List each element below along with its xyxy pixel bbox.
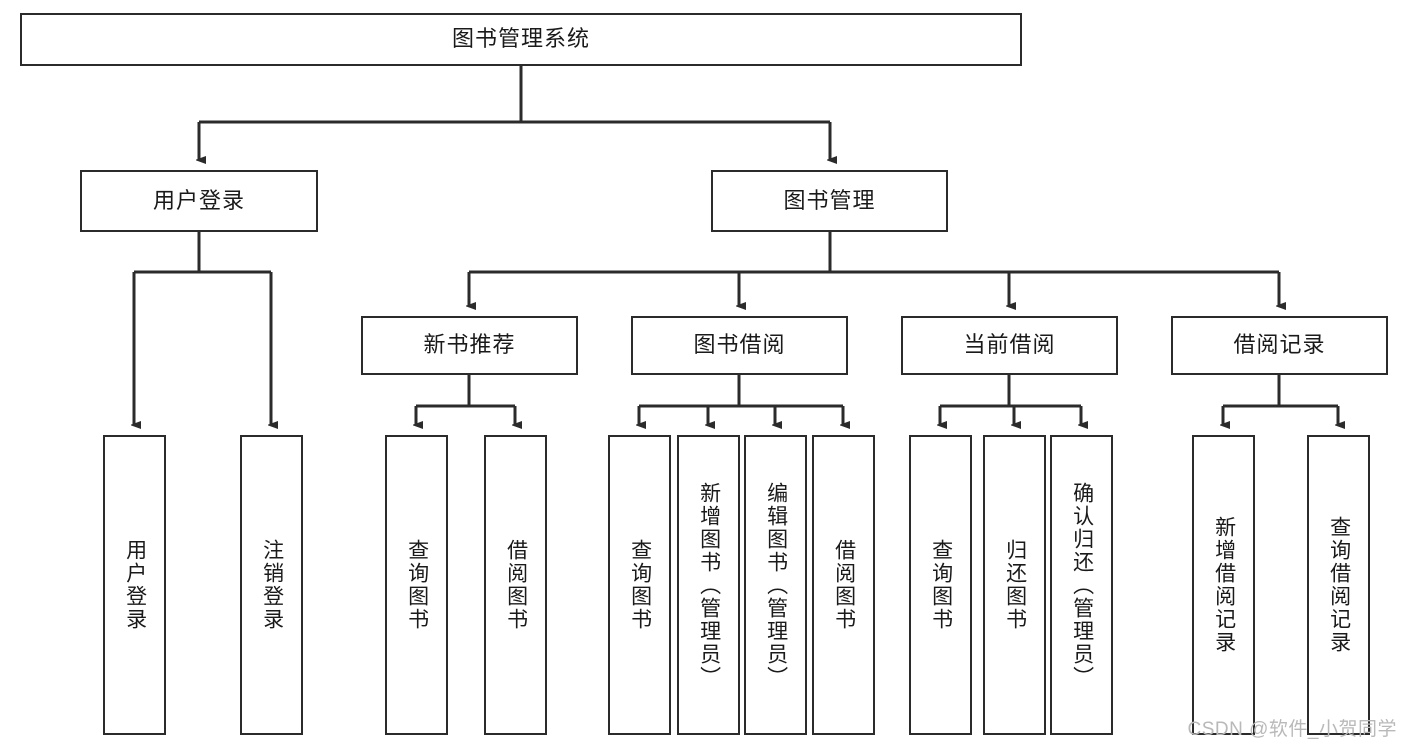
- node-new-book-recommend-label: 新书推荐: [423, 332, 516, 358]
- node-current-borrow[interactable]: 当前借阅: [901, 316, 1118, 375]
- node-leaf-query-borrow-record-label: 查询借阅记录: [1327, 516, 1351, 654]
- node-leaf-borrow-book[interactable]: 借阅图书: [812, 435, 875, 735]
- node-leaf-return-book-label: 归还图书: [1003, 539, 1027, 631]
- node-borrow-record[interactable]: 借阅记录: [1171, 316, 1388, 375]
- node-leaf-add-borrow-record-label: 新增借阅记录: [1212, 516, 1236, 654]
- node-leaf-add-book-admin-label: 新增图书（管理员）: [697, 481, 721, 689]
- node-new-book-recommend[interactable]: 新书推荐: [361, 316, 578, 375]
- node-leaf-query-book-recommend[interactable]: 查询图书: [385, 435, 448, 735]
- node-leaf-add-borrow-record[interactable]: 新增借阅记录: [1192, 435, 1255, 735]
- node-leaf-borrow-book-recommend[interactable]: 借阅图书: [484, 435, 547, 735]
- node-user-login-label: 用户登录: [152, 187, 245, 213]
- node-book-manage[interactable]: 图书管理: [711, 170, 948, 232]
- node-current-borrow-label: 当前借阅: [963, 332, 1056, 358]
- node-leaf-edit-book-admin[interactable]: 编辑图书（管理员）: [744, 435, 807, 735]
- node-leaf-user-login[interactable]: 用户登录: [103, 435, 166, 735]
- node-leaf-borrow-book-label: 借阅图书: [832, 539, 856, 631]
- node-leaf-confirm-return-admin-label: 确认归还（管理员）: [1070, 481, 1094, 689]
- node-leaf-edit-book-admin-label: 编辑图书（管理员）: [764, 481, 788, 689]
- node-leaf-query-borrow-record[interactable]: 查询借阅记录: [1307, 435, 1370, 735]
- node-leaf-user-logout-label: 注销登录: [260, 539, 284, 631]
- node-leaf-borrow-book-recommend-label: 借阅图书: [504, 539, 528, 631]
- node-leaf-query-book-borrow-label: 查询图书: [628, 539, 652, 631]
- node-leaf-query-book-borrow[interactable]: 查询图书: [608, 435, 671, 735]
- node-leaf-query-book-current[interactable]: 查询图书: [909, 435, 972, 735]
- node-leaf-return-book[interactable]: 归还图书: [983, 435, 1046, 735]
- node-leaf-query-book-current-label: 查询图书: [929, 539, 953, 631]
- node-book-borrow-label: 图书借阅: [693, 332, 786, 358]
- node-user-login[interactable]: 用户登录: [80, 170, 318, 232]
- node-leaf-user-logout[interactable]: 注销登录: [240, 435, 303, 735]
- node-leaf-user-login-label: 用户登录: [123, 539, 147, 631]
- watermark: CSDN @软件_小贺同学: [1187, 719, 1397, 740]
- node-root[interactable]: 图书管理系统: [20, 13, 1022, 66]
- node-book-manage-label: 图书管理: [783, 187, 876, 213]
- node-root-label: 图书管理系统: [451, 26, 590, 52]
- node-book-borrow[interactable]: 图书借阅: [631, 316, 848, 375]
- node-leaf-confirm-return-admin[interactable]: 确认归还（管理员）: [1050, 435, 1113, 735]
- node-leaf-query-book-recommend-label: 查询图书: [405, 539, 429, 631]
- node-leaf-add-book-admin[interactable]: 新增图书（管理员）: [677, 435, 740, 735]
- node-borrow-record-label: 借阅记录: [1233, 332, 1326, 358]
